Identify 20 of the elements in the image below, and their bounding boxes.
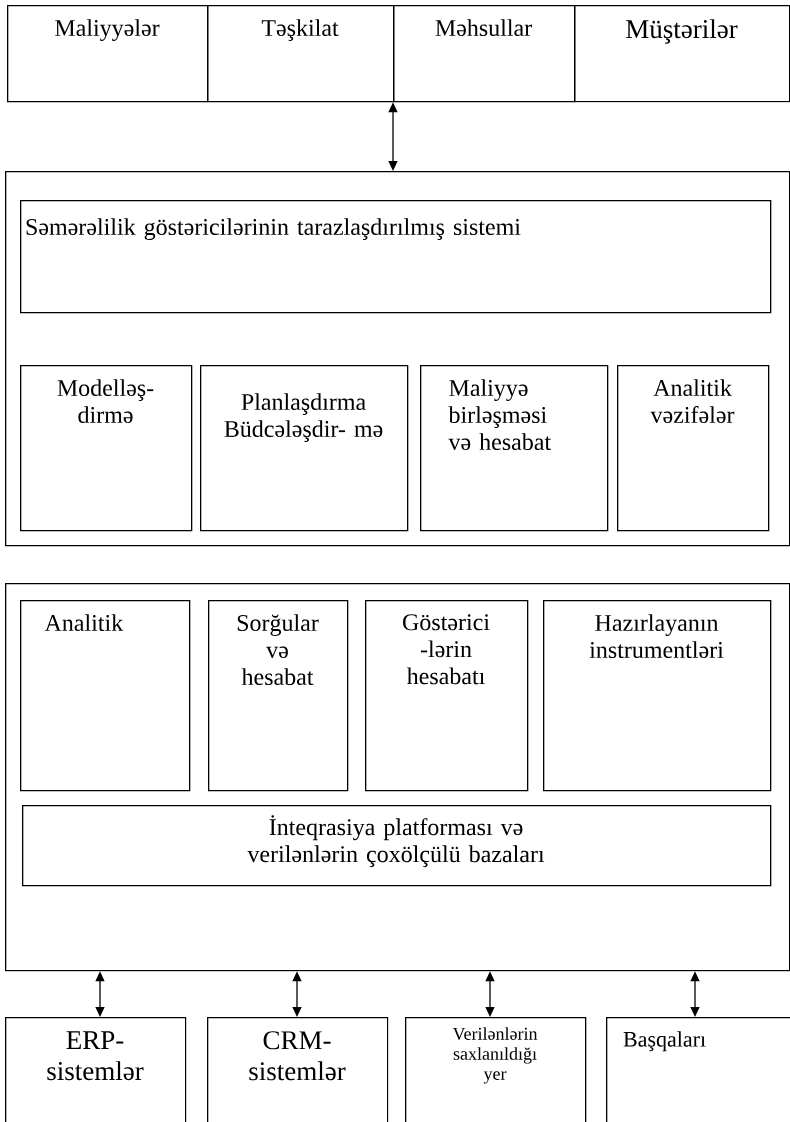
header-cell: Maliyyələr <box>7 5 209 103</box>
process-box: Maliyyə birləşməsi və hesabat <box>420 365 609 532</box>
system-box: CRM- sistemlər <box>207 1017 389 1122</box>
panel-box <box>5 583 790 972</box>
process-box: Modelləş- dirmə <box>20 365 193 532</box>
system-box: Başqaları <box>606 1017 790 1122</box>
process-box: Sorğular və hesabat <box>208 600 349 792</box>
process-box: Göstərici -lərin hesabatı <box>365 600 529 792</box>
process-box: Analitik vəzifələr <box>617 365 770 532</box>
system-box: ERP- sistemlər <box>5 1017 187 1122</box>
process-box: İnteqrasiya platforması və verilənlərin çoxölçülü bazaları <box>22 805 772 887</box>
process-box: Səmərəlilik göstəricilərinin tarazlaşdırılmış sistemi <box>20 200 772 314</box>
system-box: Verilənlərin saxlanıldığı yer <box>405 1017 587 1122</box>
header-cell: Təşkilat <box>207 5 395 103</box>
panel-box <box>5 171 790 547</box>
header-cell: Məhsullar <box>393 5 576 103</box>
process-box: Planlaşdırma Büdcələşdir- mə <box>200 365 409 532</box>
header-cell: Müştərilər <box>574 5 790 103</box>
process-box: Analitik <box>20 600 191 792</box>
process-box: Hazırlayanın instrumentləri <box>543 600 772 792</box>
